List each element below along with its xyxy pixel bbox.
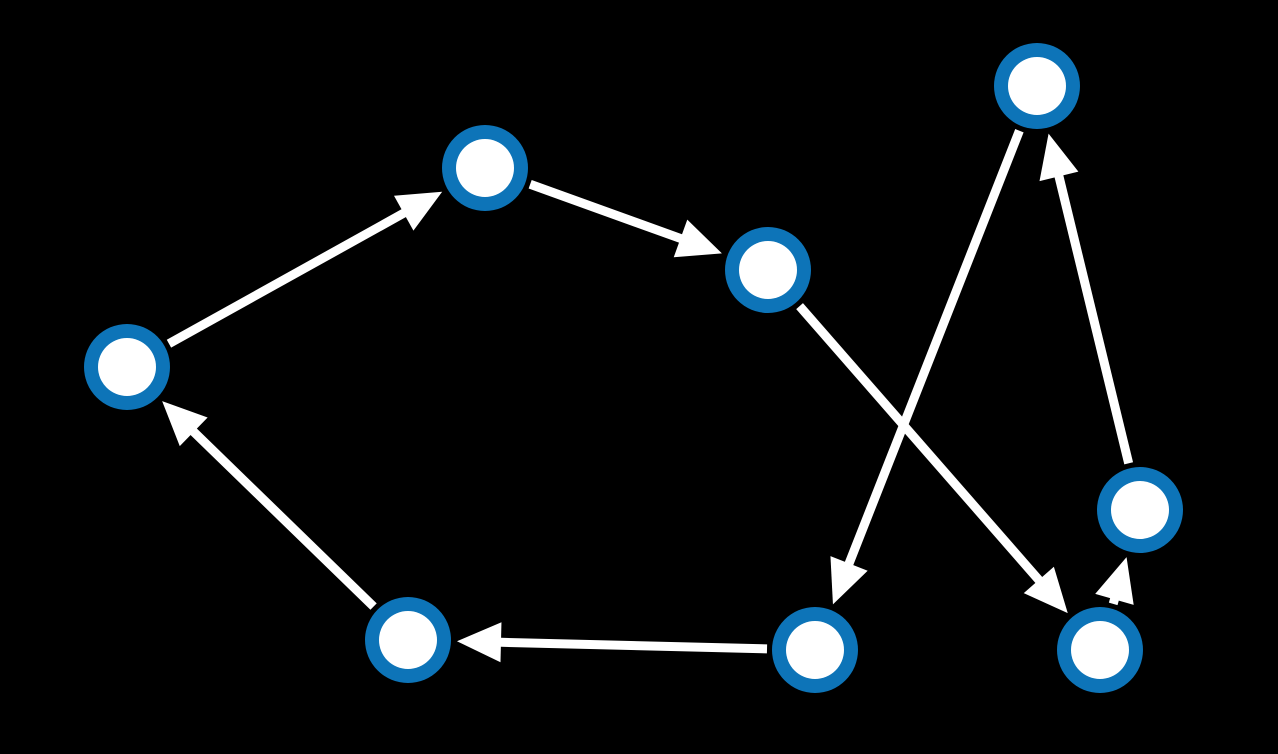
node-core-n3 [1008, 57, 1066, 115]
graph-edge-n1-n2[interactable] [528, 180, 686, 245]
node-core-n6 [1071, 621, 1129, 679]
graph-arrowhead-n6-n4 [1095, 557, 1134, 605]
edge-layer [162, 129, 1134, 663]
graph-arrowhead-n4-n3 [1039, 133, 1079, 182]
node-core-n2 [739, 241, 797, 299]
graph-node-n6[interactable] [1057, 607, 1143, 693]
graph-node-n4[interactable] [1097, 467, 1183, 553]
node-core-n5 [786, 621, 844, 679]
graph-arrowhead-n1-n2 [673, 219, 722, 258]
node-layer [84, 43, 1183, 693]
graph-arrowhead-n7-n0 [162, 401, 208, 447]
graph-arrowhead-n3-n5 [830, 556, 868, 605]
node-core-n4 [1111, 481, 1169, 539]
graph-edge-n2-n6[interactable] [796, 303, 1045, 586]
graph-edge-n4-n3[interactable] [1053, 171, 1134, 465]
graph-node-n5[interactable] [772, 607, 858, 693]
graph-node-n2[interactable] [725, 227, 811, 313]
graph-arrowhead-n0-n1 [393, 191, 443, 231]
graph-edge-n3-n5[interactable] [843, 129, 1024, 569]
graph-arrowhead-n5-n7 [456, 622, 502, 663]
node-core-n7 [379, 611, 437, 669]
graph-edge-n7-n0[interactable] [187, 425, 377, 610]
graph-edge-n0-n1[interactable] [166, 207, 410, 348]
graph-node-n7[interactable] [365, 597, 451, 683]
node-core-n0 [98, 338, 156, 396]
node-core-n1 [456, 139, 514, 197]
graph-arrowhead-n2-n6 [1023, 566, 1068, 614]
graph-node-n0[interactable] [84, 324, 170, 410]
graph-node-n1[interactable] [442, 125, 528, 211]
graph-edge-n5-n7[interactable] [496, 637, 768, 654]
graph-node-n3[interactable] [994, 43, 1080, 129]
